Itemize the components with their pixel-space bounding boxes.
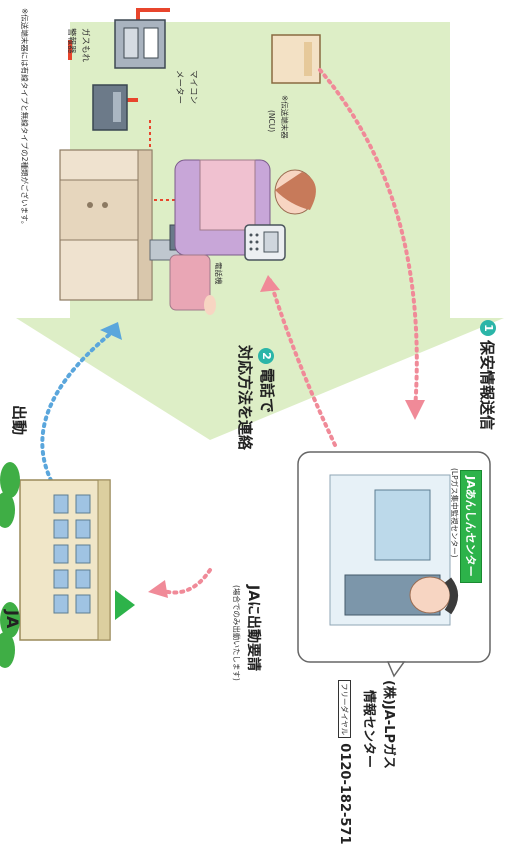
gas-leak-alarm-label-1: ガスもれ bbox=[80, 28, 90, 63]
microcom-label-1: マイコン bbox=[188, 70, 198, 105]
phone-row: フリーダイヤル 0120-182-571 bbox=[337, 680, 352, 845]
phone-number[interactable]: 0120-182-571 bbox=[337, 743, 352, 845]
dispatch-request-label: JAに出動要請 bbox=[245, 585, 261, 672]
company-name-line2: 情報センター bbox=[361, 690, 376, 769]
step2-number: 2 bbox=[258, 348, 274, 364]
kitchen-counter bbox=[59, 149, 191, 301]
center-sub: (LPガス集中監視センター) bbox=[450, 468, 459, 558]
microcom-meter-icon bbox=[114, 19, 166, 69]
arrow-dispatch-request bbox=[148, 568, 212, 598]
step2-title-line2: 対応方法を連絡 bbox=[236, 345, 254, 451]
ja-building-icon bbox=[0, 462, 135, 668]
ncu-label-2: (NCU) bbox=[267, 110, 276, 133]
company-name-line1: (株)JA-LPガス bbox=[381, 680, 396, 769]
microcom-label-2: メーター bbox=[174, 70, 184, 105]
telephone-label: 電話機 bbox=[214, 262, 223, 285]
arrow-phone-contact bbox=[260, 275, 337, 447]
step1-number: 1 bbox=[480, 320, 496, 336]
ncu-icon bbox=[271, 34, 321, 84]
woman-illustration bbox=[169, 159, 316, 315]
center-box bbox=[297, 451, 491, 678]
step1-title: 保安情報送信 bbox=[478, 340, 496, 431]
ja-label: JA bbox=[3, 610, 22, 629]
gas-leak-alarm-label-2: 警報器 bbox=[66, 28, 76, 54]
footnote: ※伝送端末器には有線タイプと無線タイプの2種類がございます。 bbox=[20, 8, 29, 229]
dispatch-note: (場合でのみ出動いたします) bbox=[232, 585, 241, 681]
ncu-label-1: ※伝送端末器 bbox=[280, 95, 289, 139]
freedial-icon: フリーダイヤル bbox=[338, 680, 351, 739]
telephone-icon bbox=[244, 224, 286, 261]
step2-title-line1: 電話で bbox=[258, 368, 276, 414]
center-badge: JAあんしんセンター bbox=[460, 470, 482, 583]
gas-leak-alarm-icon bbox=[92, 84, 128, 131]
arrow-safety-info bbox=[318, 68, 425, 420]
